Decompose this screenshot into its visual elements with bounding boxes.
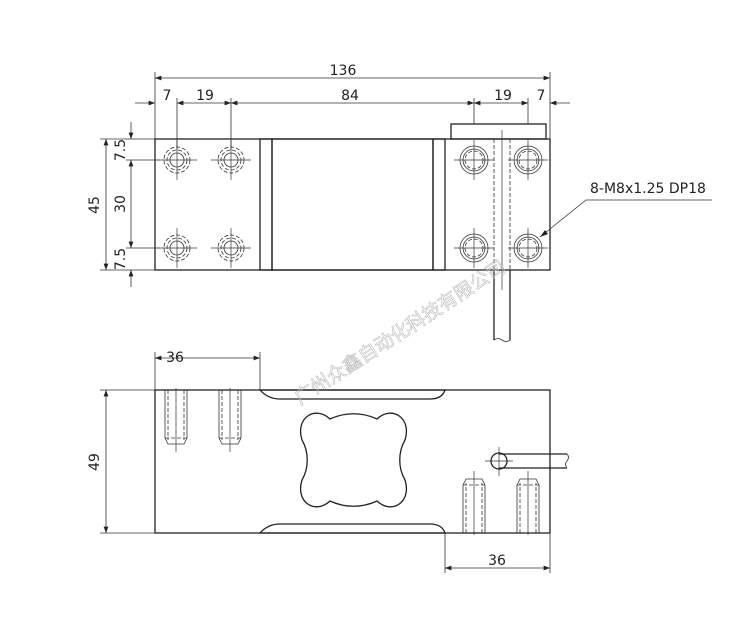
thread-callout: 8-M8x1.25 DP18: [590, 181, 706, 197]
threaded-hole-icon: [164, 387, 188, 453]
threaded-hole-icon: [462, 470, 486, 536]
hole-icon: [156, 227, 198, 269]
dim-middle: 84: [341, 88, 359, 104]
hole-icon: [453, 139, 495, 181]
hatch-band: [259, 138, 273, 271]
upper-recess: [258, 389, 446, 400]
dim-bottom-hole-span: 36: [488, 553, 506, 569]
cable: [493, 130, 511, 342]
dim-left-edge: 7: [163, 88, 172, 104]
dim-left-pitch: 19: [196, 88, 214, 104]
cable-side: [485, 447, 569, 476]
bending-hole: [299, 412, 408, 508]
dim-right-edge: 7: [537, 88, 546, 104]
dim-right-pitch: 19: [494, 88, 512, 104]
dim-hole-pitch: 30: [113, 195, 129, 213]
dim-top-hole-span: 36: [166, 350, 184, 366]
threaded-hole-icon: [218, 387, 242, 453]
hole-icon: [507, 227, 549, 269]
hatch-band: [432, 138, 446, 271]
cable-boss: [450, 123, 547, 140]
top-view: 136 7 19 84 19 7 45 7.5 30 7.5 8-M8x1.25…: [87, 63, 712, 342]
top-view-body: [154, 138, 551, 271]
hole-icon: [507, 139, 549, 181]
watermark: 广州众鑫自动化科技有限公司: [291, 256, 510, 409]
side-view: 36 36 49: [87, 350, 569, 573]
dim-top-offset: 7.5: [113, 139, 129, 161]
dim-bottom-offset: 7.5: [113, 248, 129, 270]
dim-overall-length: 136: [330, 63, 357, 79]
threaded-hole-icon: [516, 470, 540, 536]
lower-recess: [258, 523, 446, 534]
hole-icon: [210, 227, 252, 269]
dim-width: 45: [87, 196, 103, 214]
hatch-center: [271, 138, 434, 271]
dim-height: 49: [87, 453, 103, 471]
